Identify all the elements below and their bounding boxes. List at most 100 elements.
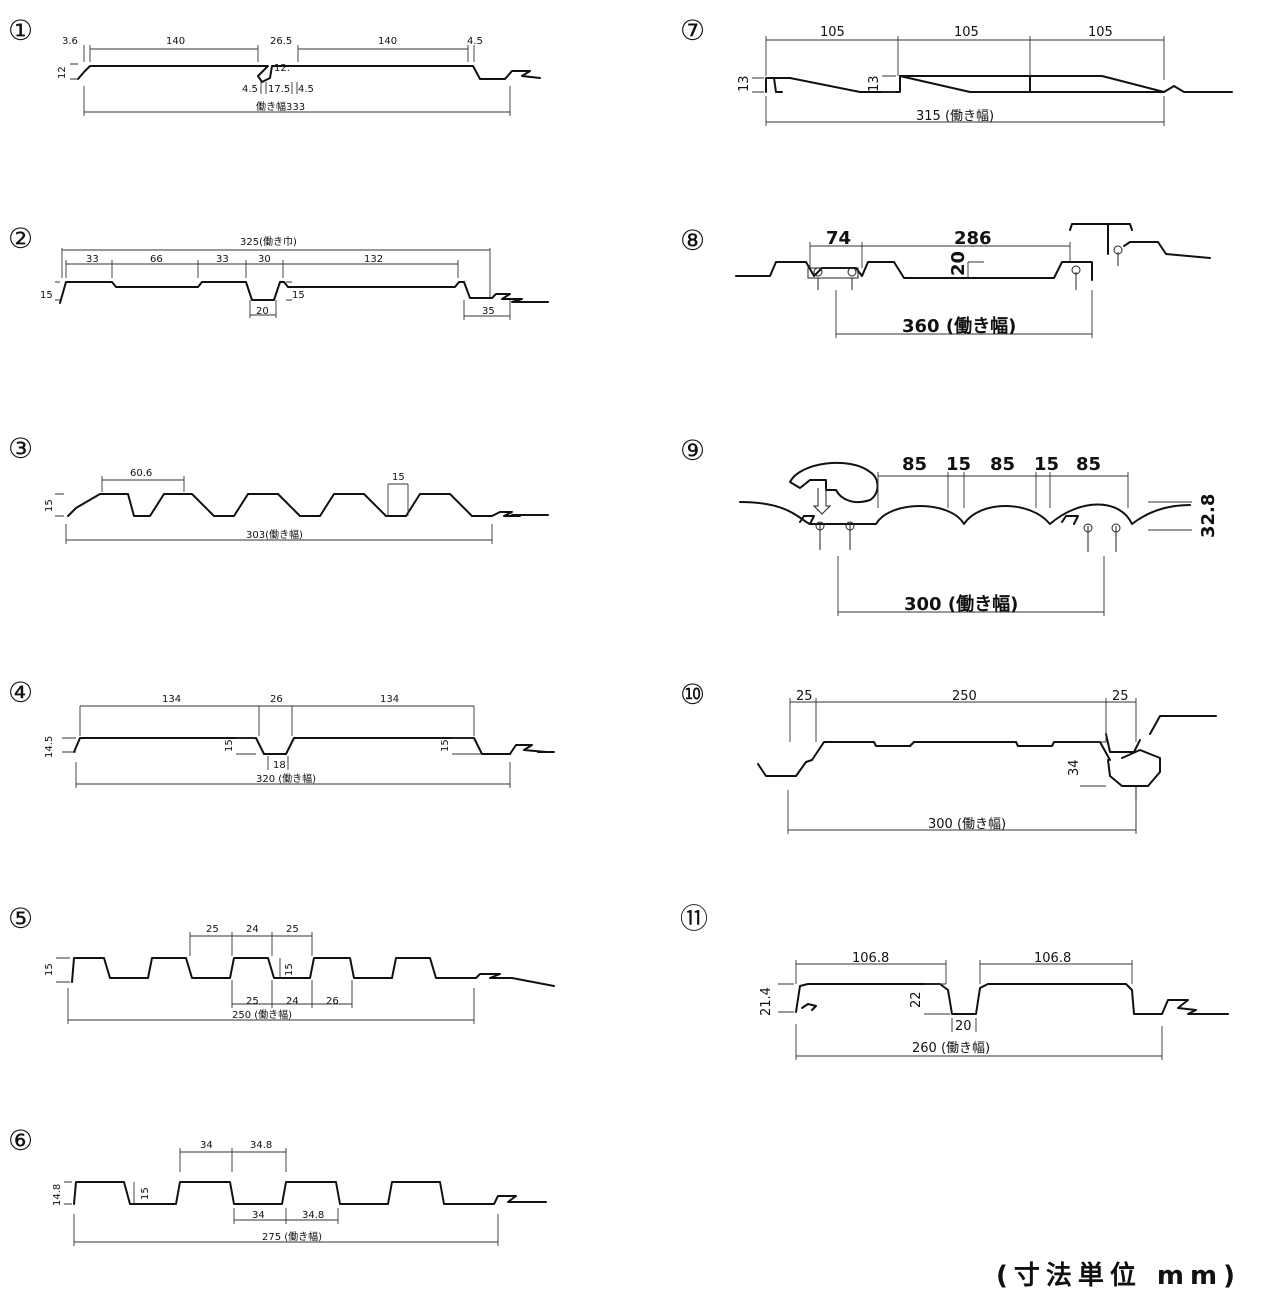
profile-1-marker: ① bbox=[8, 14, 33, 47]
profile-1-height: 12 bbox=[57, 66, 68, 79]
profile-1-dim-3: 26.5 bbox=[270, 36, 292, 47]
profile-11-height: 21.4 bbox=[759, 987, 774, 1016]
profile-11-dim-1: 106.8 bbox=[852, 951, 889, 966]
profile-4-dim-3: 134 bbox=[380, 694, 399, 705]
profile-2-dim-3: 33 bbox=[216, 254, 229, 265]
profile-8: ⑧ 74 286 20 360 (働き幅) bbox=[680, 223, 1211, 338]
profile-6-marker: ⑥ bbox=[8, 1124, 33, 1157]
profile-1-dim-1: 3.6 bbox=[62, 36, 78, 47]
profile-1-bottom-3: 4.5 bbox=[298, 84, 314, 95]
profile-7: ⑦ 105 105 105 13 13 315 (働き幅) bbox=[680, 14, 1233, 126]
profile-8-working-width: 360 (働き幅) bbox=[902, 315, 1016, 337]
profile-6-bottom-2: 34.8 bbox=[302, 1210, 324, 1221]
profile-9-marker: ⑨ bbox=[680, 434, 705, 467]
profile-9-dim-2: 15 bbox=[946, 454, 971, 475]
profile-4-dim-2: 26 bbox=[270, 694, 283, 705]
profile-8-height: 20 bbox=[948, 251, 969, 276]
profile-5-top-2: 24 bbox=[246, 924, 259, 935]
profile-10: ⑩ 25 250 25 34 300 (働き幅) bbox=[680, 678, 1217, 834]
profile-2-marker: ② bbox=[8, 222, 33, 255]
profile-6-height: 14.8 bbox=[52, 1184, 63, 1206]
profile-2-dim-4: 30 bbox=[258, 254, 271, 265]
unit-note: (寸法単位 mm) bbox=[996, 1261, 1242, 1291]
profile-9-height: 32.8 bbox=[1198, 494, 1219, 538]
profile-1: ① 3.6 140 26.5 140 4.5 12 12. 4.5 17.5 4… bbox=[8, 14, 541, 116]
profile-4-dim-1: 134 bbox=[162, 694, 181, 705]
profile-5: ⑤ 25 24 25 15 15 25 24 26 250 (働き幅) bbox=[8, 902, 555, 1024]
profile-9-dim-1: 85 bbox=[902, 454, 927, 475]
profile-9-fasteners bbox=[812, 488, 1121, 552]
profile-3-top-width: 60.6 bbox=[130, 468, 152, 479]
profile-2-working-width: 325(働き巾) bbox=[240, 235, 297, 248]
profile-6-top-1: 34 bbox=[200, 1140, 213, 1151]
profile-11-rib-height: 22 bbox=[909, 991, 924, 1008]
profile-6-working-width: 275 (働き幅) bbox=[262, 1230, 322, 1243]
profile-5-bottom-2: 24 bbox=[286, 996, 299, 1007]
profile-7-rib-height: 13 bbox=[867, 75, 882, 92]
profile-6-top-2: 34.8 bbox=[250, 1140, 272, 1151]
profile-1-bottom-2: 17.5 bbox=[268, 84, 290, 95]
profile-5-top-3: 25 bbox=[286, 924, 299, 935]
profile-2-height: 15 bbox=[40, 290, 53, 301]
profile-9: ⑨ 85 15 85 15 85 32.8 300 (働き幅) bbox=[680, 434, 1219, 616]
profile-5-marker: ⑤ bbox=[8, 902, 33, 935]
profile-5-height: 15 bbox=[44, 963, 55, 976]
profile-10-dim-1: 25 bbox=[796, 689, 813, 704]
profile-9-dim-5: 85 bbox=[1076, 454, 1101, 475]
profile-5-rib-height: 15 bbox=[284, 963, 295, 976]
profile-8-dim-2: 286 bbox=[954, 228, 992, 249]
profile-1-dim-5: 4.5 bbox=[467, 36, 483, 47]
profile-3: ③ 60.6 15 15 303(働き幅) bbox=[8, 432, 549, 544]
profile-11-dim-2: 106.8 bbox=[1034, 951, 1071, 966]
profile-5-top-1: 25 bbox=[206, 924, 219, 935]
profile-1-rib-height: 12. bbox=[274, 63, 290, 74]
profile-7-marker: ⑦ bbox=[680, 14, 705, 47]
profile-2-rib-height: 15 bbox=[292, 290, 305, 301]
profile-1-working-width: 働き幅333 bbox=[256, 100, 305, 113]
profile-2-dim-5: 132 bbox=[364, 254, 383, 265]
profile-7-height: 13 bbox=[737, 75, 752, 92]
profile-1-dim-2: 140 bbox=[166, 36, 185, 47]
profile-4-bottom: 18 bbox=[273, 760, 286, 771]
profile-3-marker: ③ bbox=[8, 432, 33, 465]
profile-2-bottom-1: 20 bbox=[256, 306, 269, 317]
profile-10-dim-3: 25 bbox=[1112, 689, 1129, 704]
profile-6-rib-height: 15 bbox=[140, 1187, 151, 1200]
profile-3-rib-width: 15 bbox=[392, 472, 405, 483]
profile-2-bottom-2: 35 bbox=[482, 306, 495, 317]
profile-4-marker: ④ bbox=[8, 676, 33, 709]
profile-10-marker: ⑩ bbox=[680, 678, 705, 711]
profile-11-marker: ⑪ bbox=[680, 902, 708, 935]
profile-2-dim-1: 33 bbox=[86, 254, 99, 265]
profile-9-working-width: 300 (働き幅) bbox=[904, 593, 1018, 615]
profile-1-dim-4: 140 bbox=[378, 36, 397, 47]
profile-8-fasteners bbox=[807, 245, 1123, 290]
profile-8-marker: ⑧ bbox=[680, 224, 705, 257]
profile-8-dim-1: 74 bbox=[826, 228, 851, 249]
profile-10-dim-2: 250 bbox=[952, 689, 977, 704]
profile-1-bottom-1: 4.5 bbox=[242, 84, 258, 95]
profile-4: ④ 134 26 134 14.5 15 15 18 320 (働き幅) bbox=[8, 676, 555, 788]
profile-11-bottom: 20 bbox=[955, 1019, 972, 1034]
profile-5-working-width: 250 (働き幅) bbox=[232, 1008, 292, 1021]
profile-5-bottom-3: 26 bbox=[326, 996, 339, 1007]
profile-11-working-width: 260 (働き幅) bbox=[912, 1041, 990, 1056]
profile-6: ⑥ 34 34.8 14.8 15 34 34.8 275 (働き幅) bbox=[8, 1124, 547, 1246]
profile-4-working-width: 320 (働き幅) bbox=[256, 772, 316, 785]
profile-4-height: 14.5 bbox=[44, 736, 55, 758]
profile-7-dim-2: 105 bbox=[954, 25, 979, 40]
profile-9-dim-4: 15 bbox=[1034, 454, 1059, 475]
profile-3-working-width: 303(働き幅) bbox=[246, 528, 303, 541]
profile-7-working-width: 315 (働き幅) bbox=[916, 109, 994, 124]
profile-10-height: 34 bbox=[1067, 759, 1082, 776]
profile-7-dim-1: 105 bbox=[820, 25, 845, 40]
profile-4-rib-height-1: 15 bbox=[224, 739, 235, 752]
profile-6-bottom-1: 34 bbox=[252, 1210, 265, 1221]
profile-4-rib-height-2: 15 bbox=[440, 739, 451, 752]
profile-5-bottom-1: 25 bbox=[246, 996, 259, 1007]
profile-10-working-width: 300 (働き幅) bbox=[928, 817, 1006, 832]
profile-2-dim-2: 66 bbox=[150, 254, 163, 265]
profile-3-height: 15 bbox=[44, 499, 55, 512]
profile-7-dim-3: 105 bbox=[1088, 25, 1113, 40]
